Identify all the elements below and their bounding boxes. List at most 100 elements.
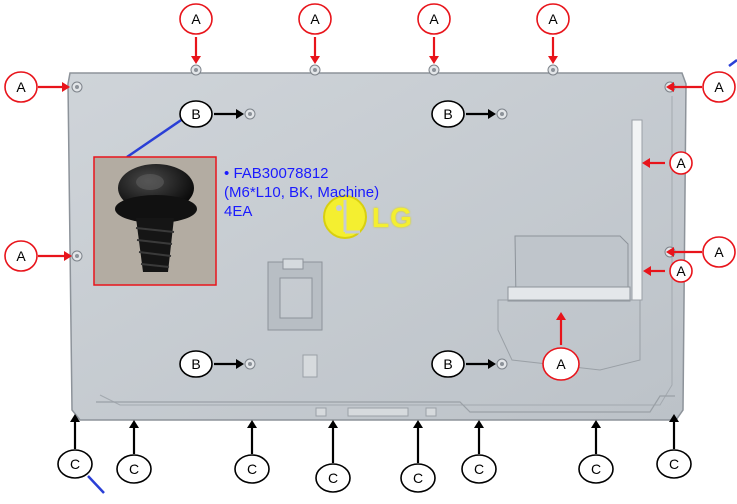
marker-a-right-top: A [702, 71, 736, 103]
marker-a-right-mid: A [702, 236, 736, 268]
svg-text:A: A [429, 11, 439, 27]
marker-a-left-top: A [4, 71, 38, 103]
screw-hole-b-top-left [244, 108, 256, 120]
arrow-c-1 [70, 414, 80, 449]
svg-text:C: C [328, 470, 338, 486]
svg-text:A: A [676, 155, 686, 171]
svg-text:B: B [443, 106, 452, 122]
arrow-b-bottom-right [466, 359, 496, 369]
marker-a-top-2: A [298, 3, 332, 35]
arrow-c-2 [129, 420, 139, 454]
arrows-group [38, 37, 702, 463]
marker-a-right-lower: A [669, 259, 693, 283]
bottom-slot-3 [425, 407, 437, 417]
arrow-c-3 [247, 420, 257, 454]
cable-channel [631, 119, 643, 301]
screw-hole-a-5 [71, 81, 83, 93]
screw-hole-b-top-right [496, 108, 508, 120]
svg-text:C: C [669, 456, 679, 472]
marker-a-top-1: A [179, 3, 213, 35]
arrow-c-5 [413, 420, 423, 463]
marker-c-4: C [315, 463, 351, 493]
arrow-a-top-4 [548, 37, 558, 64]
svg-text:A: A [310, 11, 320, 27]
marker-c-8: C [656, 449, 692, 479]
marker-c-2: C [116, 454, 152, 484]
svg-text:C: C [413, 470, 423, 486]
bottom-slot-2 [315, 407, 327, 417]
marker-a-left-mid: A [4, 240, 38, 272]
connector-strip [507, 286, 631, 302]
marker-b-bottom-left: B [179, 350, 213, 378]
svg-text:A: A [548, 11, 558, 27]
arrow-a-top-2 [310, 37, 320, 64]
svg-text:A: A [191, 11, 201, 27]
brand-logo-text: LG [372, 202, 413, 233]
part-callout: • FAB30078812 (M6*L10, BK, Machine) 4EA [224, 164, 379, 221]
marker-a-top-4: A [536, 3, 570, 35]
svg-text:C: C [70, 456, 80, 472]
arrow-a-top-1 [191, 37, 201, 64]
right-bracket [497, 299, 641, 371]
part-spec: (M6*L10, BK, Machine) [224, 184, 380, 201]
arrow-c-8 [669, 414, 679, 449]
arrow-b-top-left [214, 109, 244, 119]
marker-c-3: C [234, 454, 270, 484]
screw-hole-a-6 [71, 250, 83, 262]
marker-c-6: C [461, 454, 497, 484]
stand-mount-clip [282, 258, 304, 270]
svg-text:C: C [247, 461, 257, 477]
stand-mount-recess [267, 261, 323, 331]
arrow-a-left-mid [38, 251, 72, 261]
marker-c-5: C [400, 463, 436, 493]
part-quantity: 4EA [224, 203, 253, 220]
screw-photo-icon [95, 158, 215, 284]
svg-text:A: A [556, 356, 566, 372]
arrow-b-bottom-left [214, 359, 244, 369]
lg-logo-eye [336, 205, 342, 211]
arrow-c-4 [328, 420, 338, 463]
marker-b-top-left: B [179, 100, 213, 128]
arrow-a-center [556, 312, 566, 345]
leader-line-top [126, 112, 191, 159]
svg-text:C: C [591, 461, 601, 477]
panel-bottom-trim [96, 395, 675, 413]
marker-a-center: A [542, 347, 580, 381]
marker-c-1: C [57, 449, 93, 479]
screw-hole-a-4 [547, 64, 559, 76]
bullet-icon: • [224, 165, 230, 182]
arrow-b-top-right [466, 109, 496, 119]
svg-text:B: B [191, 356, 200, 372]
svg-text:A: A [676, 263, 686, 279]
arrow-a-right-upper [642, 158, 665, 168]
screw-hole-a-1 [190, 64, 202, 76]
leader-line-top-right [728, 59, 737, 67]
marker-b-top-right: B [431, 100, 465, 128]
part-number: FAB30078812 [233, 165, 329, 182]
svg-text:A: A [714, 79, 724, 95]
arrow-a-right-lower [643, 266, 665, 276]
arrow-c-6 [474, 420, 484, 454]
svg-text:C: C [474, 461, 484, 477]
center-port [302, 354, 318, 378]
screw-hole-b-bottom-left [244, 358, 256, 370]
arrow-a-top-3 [429, 37, 439, 64]
screw-hole-a-2 [309, 64, 321, 76]
marker-a-right-upper: A [669, 151, 693, 175]
marker-a-top-3: A [417, 3, 451, 35]
lg-logo-mark [343, 200, 360, 234]
arrow-a-right-top [666, 82, 702, 92]
svg-text:A: A [16, 79, 26, 95]
arrow-a-left-top [38, 82, 70, 92]
bottom-slot-1 [347, 407, 409, 417]
svg-text:A: A [16, 248, 26, 264]
svg-text:B: B [443, 356, 452, 372]
screw-hole-a-3 [428, 64, 440, 76]
arrow-a-right-mid [666, 247, 702, 257]
marker-b-bottom-right: B [431, 350, 465, 378]
svg-text:C: C [129, 461, 139, 477]
arrow-c-7 [591, 420, 601, 454]
